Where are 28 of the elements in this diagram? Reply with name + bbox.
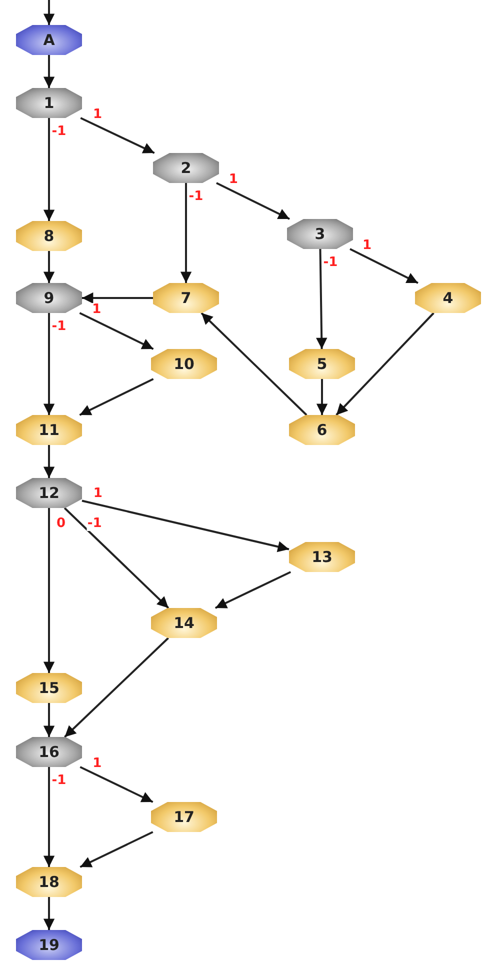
arrow: [79, 312, 154, 350]
arrow: [43, 55, 55, 88]
arrow: [43, 251, 55, 283]
arrow: [80, 117, 155, 154]
arrow: [79, 378, 154, 416]
arrow: [43, 897, 55, 930]
arrow: [200, 312, 308, 416]
arrow: [316, 248, 328, 350]
arrow: [336, 312, 434, 416]
arrow: [43, 767, 55, 867]
arrow: [64, 507, 170, 609]
arrow: [214, 571, 292, 609]
arrow: [43, 118, 55, 221]
arrow: [180, 183, 192, 283]
arrow: [43, 445, 55, 478]
arrow: [350, 248, 418, 284]
arrow: [64, 637, 169, 738]
arrow: [80, 766, 154, 803]
arrow: [82, 500, 290, 552]
arrow: [43, 313, 55, 415]
edge-label: -1: [86, 517, 103, 531]
arrow: [82, 292, 153, 304]
arrow: [316, 379, 328, 415]
arrow: [43, 0, 55, 25]
arrow: [216, 182, 290, 220]
arrow: [43, 703, 55, 737]
arrow: [80, 831, 154, 868]
arrow: [43, 508, 55, 673]
